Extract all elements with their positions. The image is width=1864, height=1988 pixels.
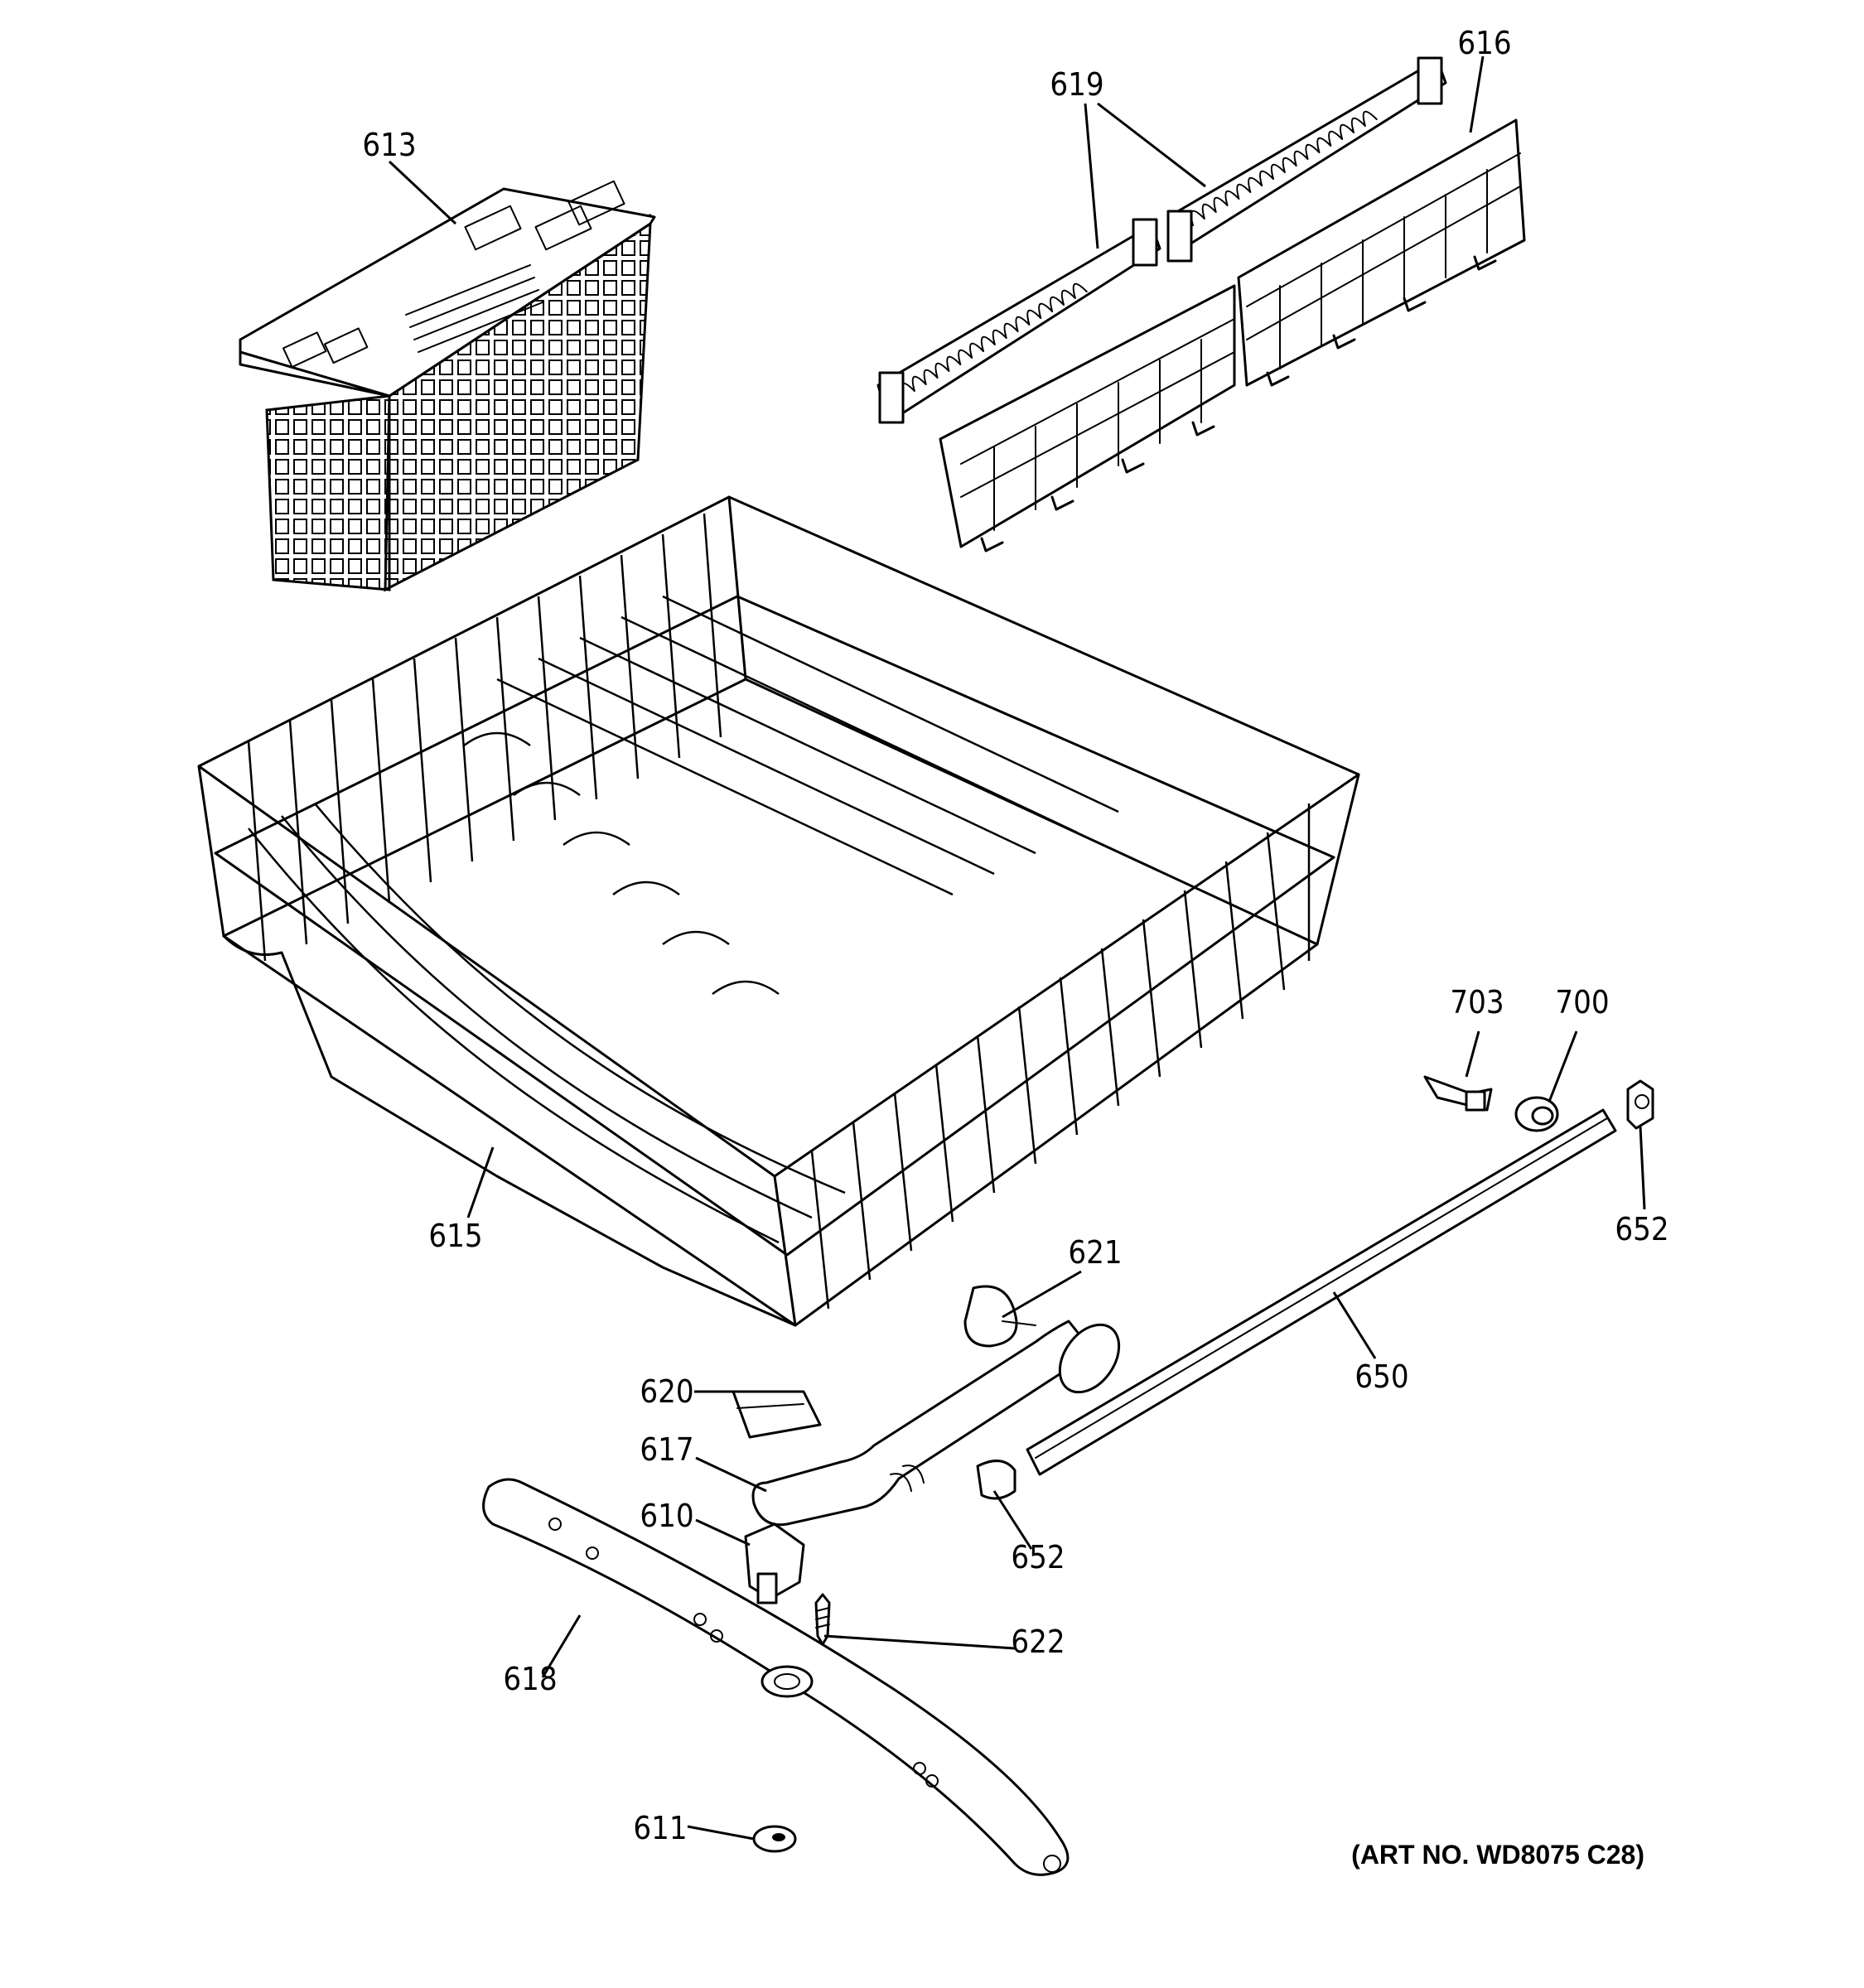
callout-700: 700	[1555, 984, 1609, 1021]
spray-arm-618	[482, 1478, 1070, 1876]
callout-611: 611	[633, 1810, 687, 1846]
part-620	[732, 1390, 822, 1439]
callout-616: 616	[1457, 25, 1511, 61]
callout-labels: 613 619 616 615 703 700 652 621 650 620 …	[362, 25, 1668, 1846]
silverware-basket-613	[239, 180, 656, 592]
upper-rack-615	[197, 495, 1360, 1327]
callout-620: 620	[640, 1373, 693, 1410]
clip-621	[963, 1285, 1036, 1348]
wheel-700	[1514, 1096, 1559, 1132]
cup-shelf-616	[939, 118, 1526, 552]
end-cap-652-bottom	[976, 1460, 1017, 1500]
art-number: (ART NO. WD8075 C28)	[1351, 1840, 1644, 1870]
manifold-650	[1026, 1108, 1617, 1476]
callout-613: 613	[362, 127, 416, 163]
bearing-610	[744, 1522, 805, 1604]
callout-703: 703	[1450, 984, 1504, 1021]
callout-610: 610	[640, 1498, 693, 1534]
callout-652-bottom: 652	[1011, 1539, 1065, 1575]
callout-621: 621	[1068, 1234, 1122, 1271]
callout-619: 619	[1050, 66, 1103, 103]
callout-650: 650	[1355, 1358, 1408, 1395]
callout-618: 618	[503, 1661, 557, 1697]
end-cap-652-top	[1626, 1079, 1654, 1130]
conduit-617	[751, 1320, 1121, 1527]
tine-row-619-right	[1166, 56, 1447, 263]
callout-622: 622	[1011, 1624, 1065, 1660]
tine-row-619-left	[876, 218, 1161, 424]
leader-lines	[388, 55, 1646, 1841]
callout-652-top: 652	[1615, 1211, 1668, 1247]
cap-611	[752, 1825, 797, 1853]
callout-617: 617	[640, 1431, 693, 1468]
callout-615: 615	[428, 1218, 482, 1254]
clip-703	[1423, 1075, 1493, 1112]
